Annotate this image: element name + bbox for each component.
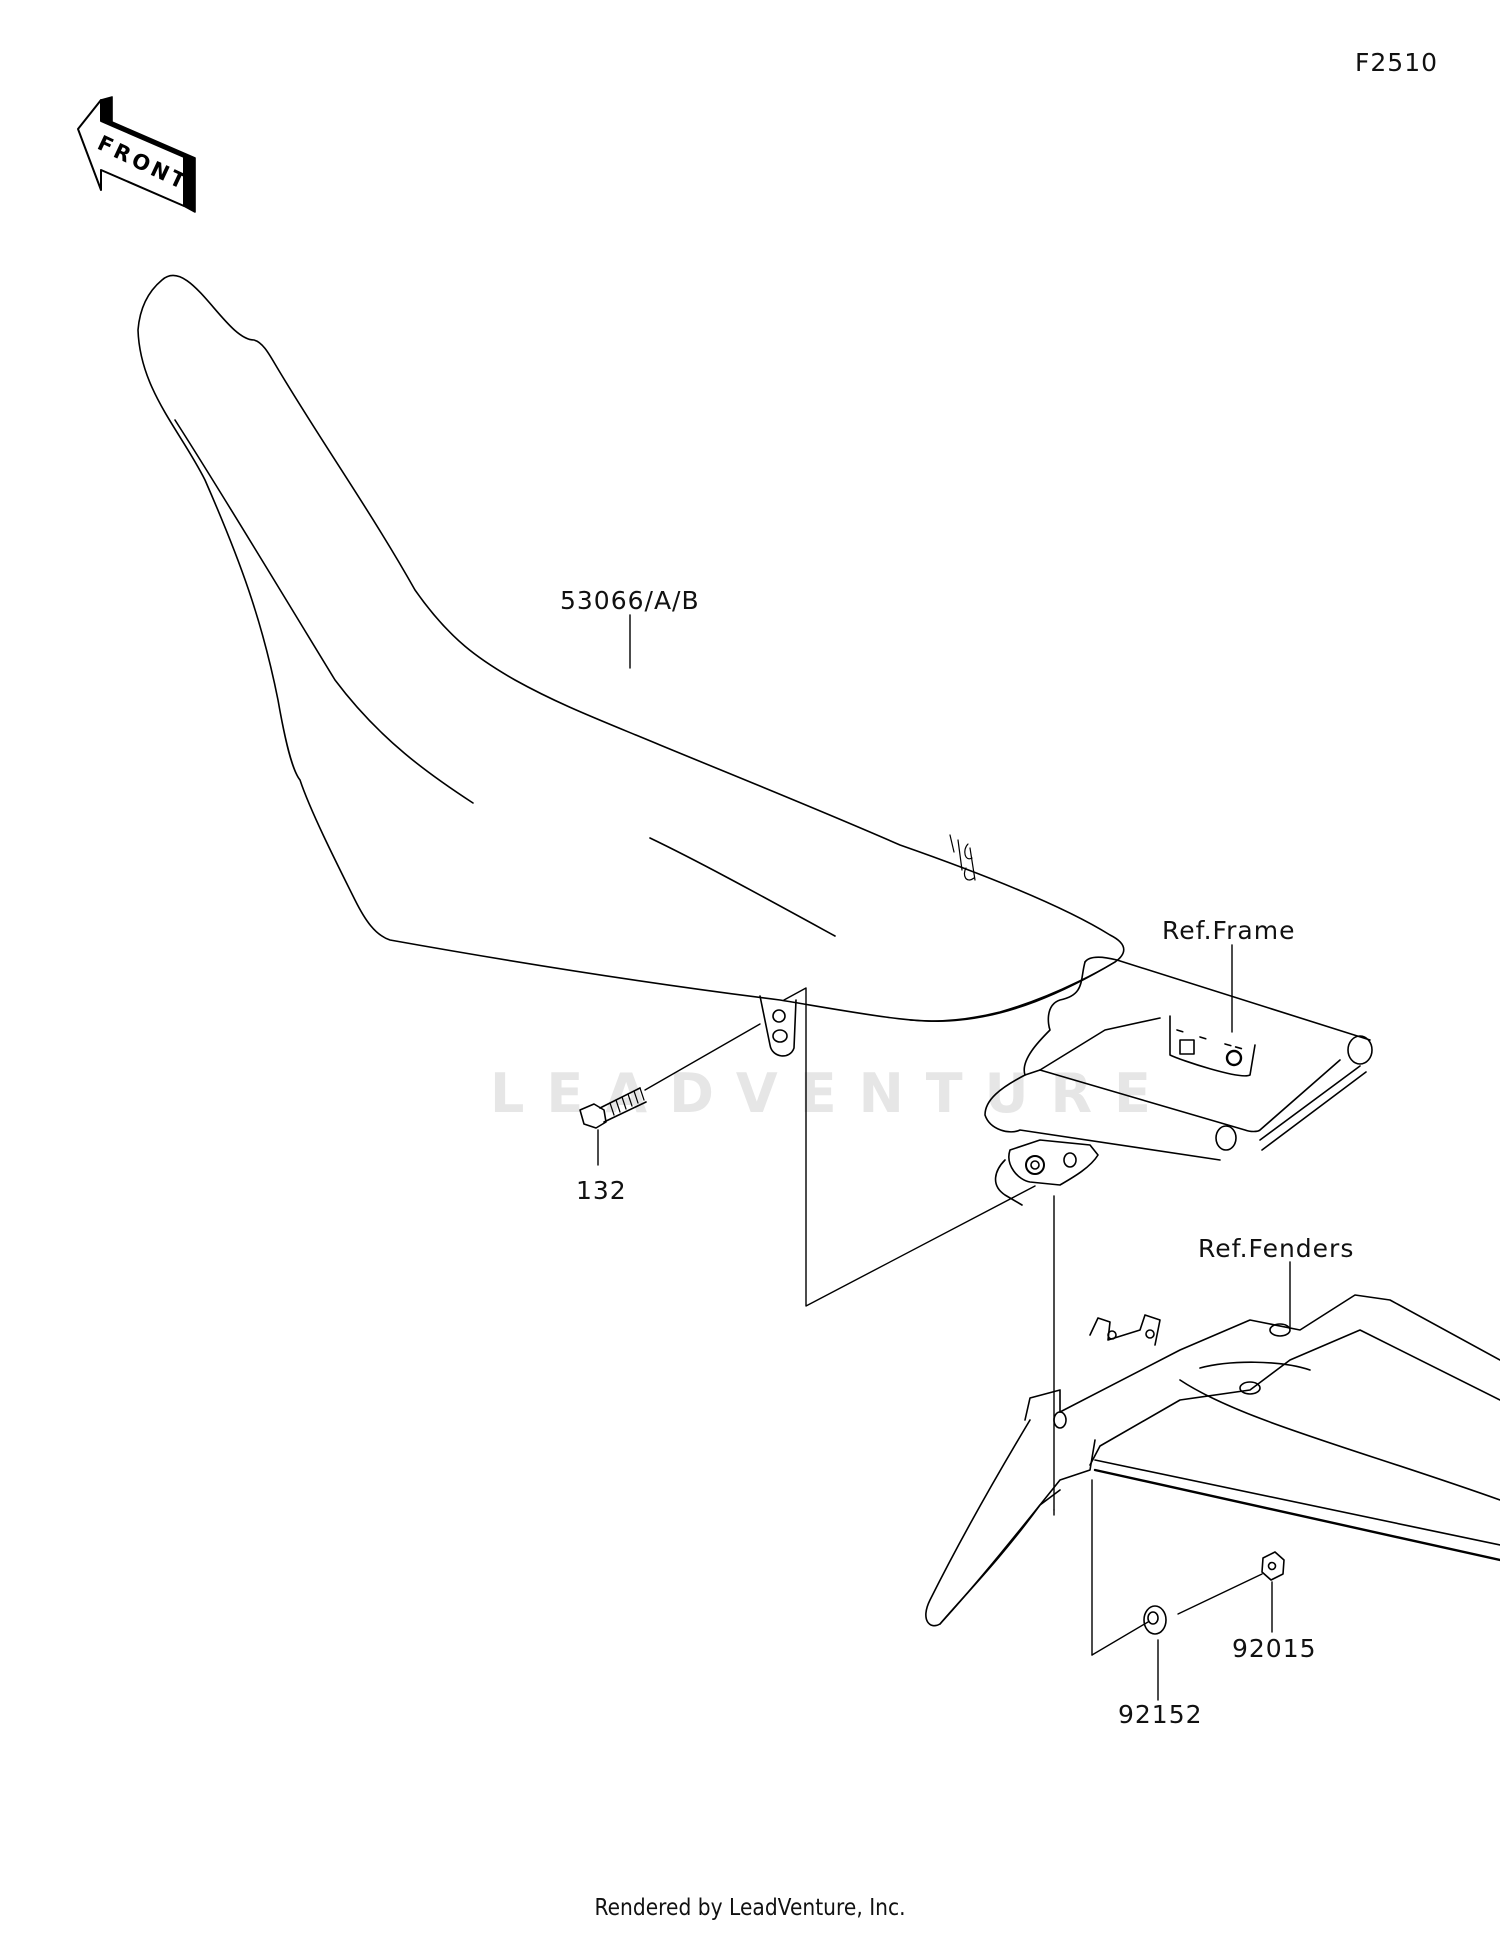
callout-ref-frame[interactable]: Ref.Frame [1162, 916, 1296, 945]
leader-lines [629, 614, 1291, 1328]
fenders-drawing [925, 1294, 1500, 1656]
bolt-drawing [579, 1023, 761, 1166]
callout-collar-92152[interactable]: 92152 [1118, 1700, 1203, 1729]
callout-ref-fenders[interactable]: Ref.Fenders [1198, 1234, 1355, 1263]
nut-drawing [1177, 1551, 1285, 1633]
callout-bolt-132[interactable]: 132 [576, 1176, 627, 1205]
front-arrow-icon: F R O N T [77, 96, 196, 213]
watermark-text: LEADVENTURE [490, 1062, 1173, 1125]
callout-seat-53066[interactable]: 53066/A/B [560, 586, 700, 615]
frame-drawing [984, 956, 1373, 1206]
figure-code: F2510 [1355, 48, 1439, 77]
callout-nut-92015[interactable]: 92015 [1232, 1634, 1317, 1663]
assembly-lines [783, 987, 1055, 1516]
footer-credit: Rendered by LeadVenture, Inc. [594, 1895, 906, 1921]
collar-drawing [1143, 1605, 1167, 1701]
seat-drawing [137, 274, 1125, 1057]
